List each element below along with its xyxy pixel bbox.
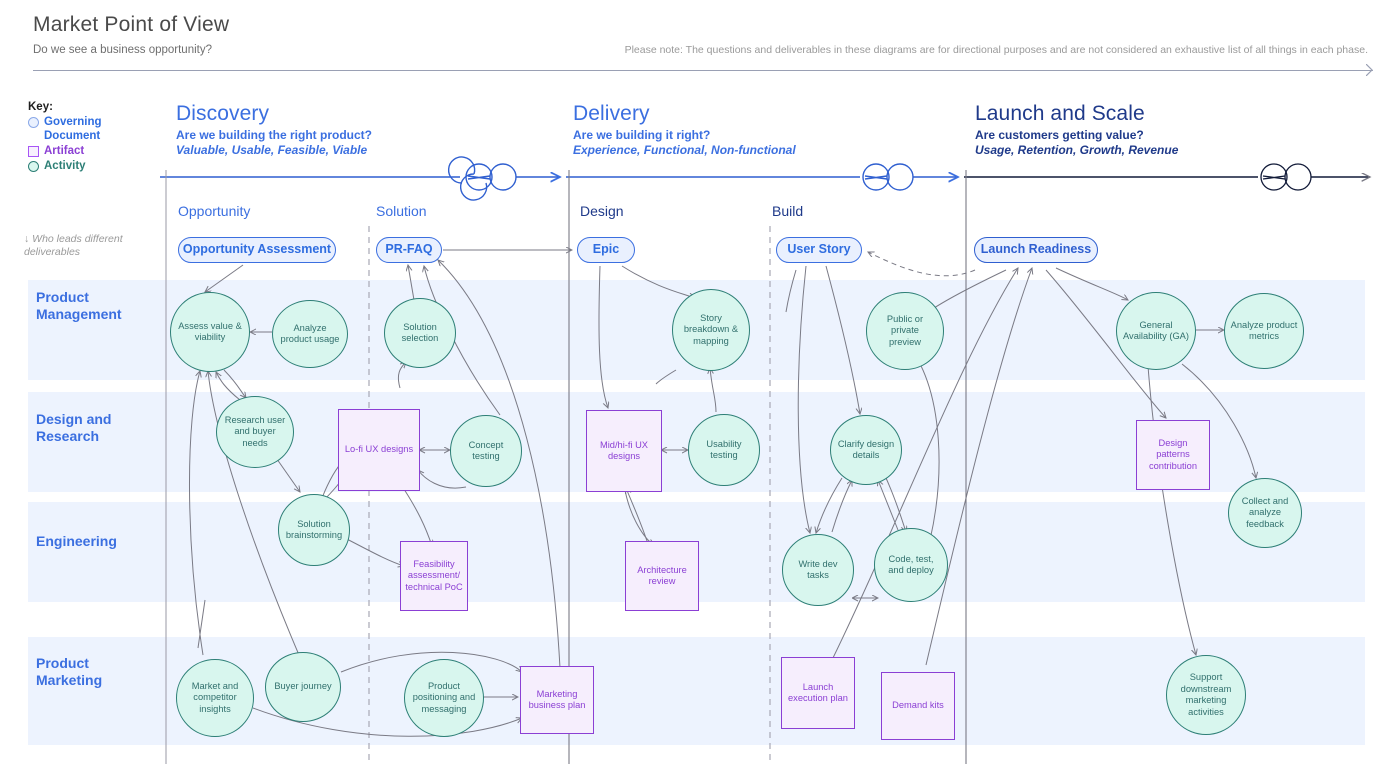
disclaimer-note: Please note: The questions and deliverab… — [624, 44, 1368, 56]
activity-public-or-private-preview[interactable]: Public or private preview — [866, 292, 944, 370]
phase-launch-tags: Usage, Retention, Growth, Revenue — [975, 143, 1179, 157]
artifact-launch-execution-plan[interactable]: Launch execution plan — [781, 657, 855, 729]
activity-circle-icon — [28, 161, 39, 172]
phase-launch-and-scale: Launch and Scale Are customers getting v… — [975, 102, 1178, 157]
lane-label-engineering: Engineering — [36, 533, 117, 549]
activity-solution-brainstorming[interactable]: Solution brainstorming — [278, 494, 350, 566]
activity-solution-selection[interactable]: Solution selection — [384, 298, 456, 368]
activity-code-test-and-deploy[interactable]: Code, test, and deploy — [874, 528, 948, 602]
subphase-opportunity: Opportunity — [178, 203, 251, 219]
governing-doc-pr-faq[interactable]: PR-FAQ — [376, 237, 442, 263]
key-title: Key: — [28, 101, 53, 113]
phase-delivery: Delivery Are we building it right? Exper… — [573, 102, 796, 157]
key-item-governing-document: Governing Document — [28, 115, 148, 143]
subphase-design: Design — [580, 203, 624, 219]
phase-launch-name: Launch and Scale — [975, 102, 1145, 125]
key-label-activity: Activity — [44, 160, 86, 172]
artifact-feasibility-assessment[interactable]: Feasibility assessment/ technical PoC — [400, 541, 468, 611]
activity-concept-testing[interactable]: Concept testing — [450, 415, 522, 487]
governing-document-circle-icon — [28, 117, 39, 128]
lane-label-product-management: Product Management — [36, 289, 122, 322]
key-item-artifact: Artifact — [28, 144, 148, 158]
governing-doc-epic[interactable]: Epic — [577, 237, 635, 263]
governing-doc-launch-readiness[interactable]: Launch Readiness — [974, 237, 1098, 263]
governing-doc-user-story[interactable]: User Story — [776, 237, 862, 263]
activity-buyer-journey[interactable]: Buyer journey — [265, 652, 341, 722]
phase-discovery-name: Discovery — [176, 102, 270, 125]
artifact-mid-hi-fi-ux-designs[interactable]: Mid/hi-fi UX designs — [586, 410, 662, 492]
artifact-design-patterns-contribution[interactable]: Design patterns contribution — [1136, 420, 1210, 490]
artifact-square-icon — [28, 146, 39, 157]
activity-usability-testing[interactable]: Usability testing — [688, 414, 760, 486]
artifact-demand-kits[interactable]: Demand kits — [881, 672, 955, 740]
phase-discovery-tags: Valuable, Usable, Feasible, Viable — [176, 143, 368, 157]
phase-delivery-name: Delivery — [573, 102, 650, 125]
activity-clarify-design-details[interactable]: Clarify design details — [830, 415, 902, 485]
activity-general-availability[interactable]: General Availability (GA) — [1116, 292, 1196, 370]
activity-research-user-and-buyer-needs[interactable]: Research user and buyer needs — [216, 396, 294, 468]
page-title: Market Point of View — [33, 13, 230, 36]
subphase-build: Build — [772, 203, 804, 219]
phase-launch-question: Are customers getting value? — [975, 128, 1144, 142]
lane-label-product-marketing: Product Marketing — [36, 655, 103, 688]
subphase-solution: Solution — [376, 203, 427, 219]
key-item-activity: Activity — [28, 159, 148, 173]
timeline-arrow-icon — [1366, 64, 1373, 76]
activity-market-and-competitor-insights[interactable]: Market and competitor insights — [176, 659, 254, 737]
activity-analyze-product-metrics[interactable]: Analyze product metrics — [1224, 293, 1304, 369]
key-label-artifact: Artifact — [44, 145, 85, 157]
lane-label-design-and-research: Design and Research — [36, 411, 112, 444]
who-leads-note: ↓ Who leads different deliverables — [24, 233, 123, 258]
artifact-marketing-business-plan[interactable]: Marketing business plan — [520, 666, 594, 734]
header-divider — [33, 70, 1373, 71]
key-label-governing-document: Governing Document — [44, 116, 102, 142]
activity-product-positioning-and-messaging[interactable]: Product positioning and messaging — [404, 659, 484, 737]
artifact-architecture-review[interactable]: Architecture review — [625, 541, 699, 611]
activity-support-downstream-marketing[interactable]: Support downstream marketing activities — [1166, 655, 1246, 735]
key-legend: Key: Governing Document Artifact Activit… — [28, 100, 148, 173]
phase-discovery: Discovery Are we building the right prod… — [176, 102, 372, 157]
page-subtitle: Do we see a business opportunity? — [33, 44, 212, 56]
activity-analyze-product-usage[interactable]: Analyze product usage — [272, 300, 348, 368]
phase-delivery-tags: Experience, Functional, Non-functional — [573, 143, 796, 157]
phase-discovery-question: Are we building the right product? — [176, 128, 372, 142]
phase-delivery-question: Are we building it right? — [573, 128, 711, 142]
activity-assess-value-and-viability[interactable]: Assess value & viability — [170, 292, 250, 372]
activity-story-breakdown-and-mapping[interactable]: Story breakdown & mapping — [672, 289, 750, 371]
governing-doc-opportunity-assessment[interactable]: Opportunity Assessment — [178, 237, 336, 263]
activity-collect-and-analyze-feedback[interactable]: Collect and analyze feedback — [1228, 478, 1302, 548]
artifact-lo-fi-ux-designs[interactable]: Lo-fi UX designs — [338, 409, 420, 491]
activity-write-dev-tasks[interactable]: Write dev tasks — [782, 534, 854, 606]
